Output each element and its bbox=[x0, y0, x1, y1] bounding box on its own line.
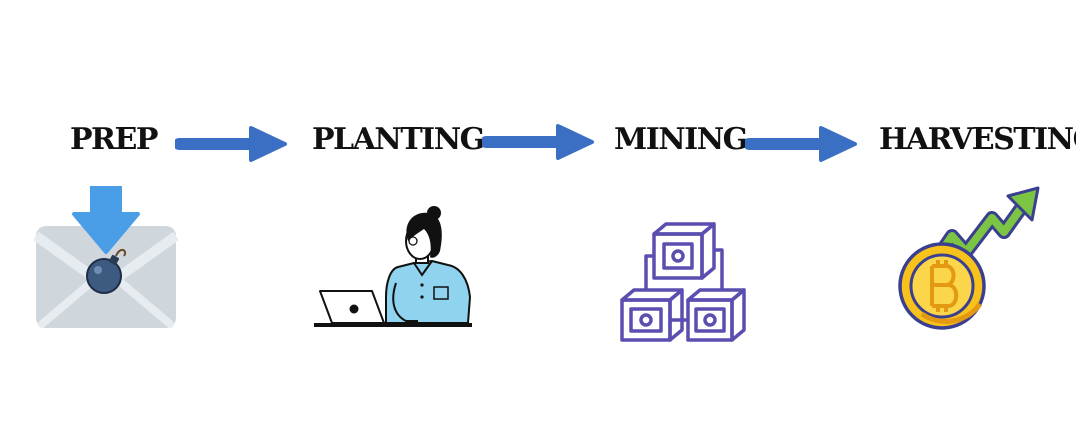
step-label-prep: PREP bbox=[70, 122, 158, 157]
arrow-right-icon bbox=[745, 126, 857, 162]
step-label-mining: MINING bbox=[614, 122, 748, 157]
arrow-right-icon bbox=[482, 124, 594, 160]
bitcoin-growth-icon bbox=[898, 186, 1040, 330]
step-label-harvesting: HARVESTING bbox=[879, 122, 1076, 157]
blockchain-blocks-icon bbox=[620, 222, 746, 342]
arrow-right-icon bbox=[175, 126, 287, 162]
step-label-planting: PLANTING bbox=[312, 122, 485, 157]
email-bomb-icon bbox=[34, 186, 178, 328]
person-at-laptop-icon bbox=[314, 206, 472, 327]
